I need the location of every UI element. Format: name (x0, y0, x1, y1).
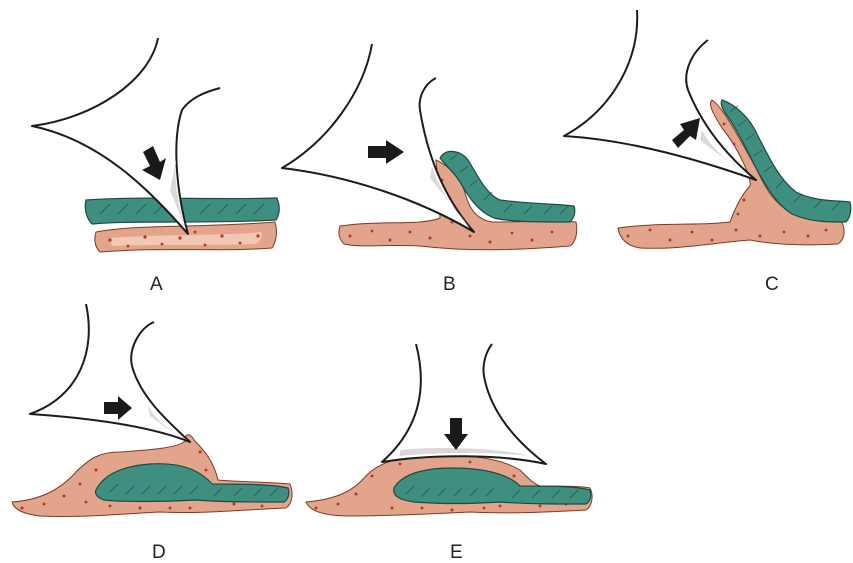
panel-e-flap (394, 468, 591, 504)
panel-a-label: A (150, 274, 163, 295)
panel-d: D (12, 304, 292, 563)
panel-b-label: B (443, 274, 456, 295)
panel-e-instrument (382, 344, 546, 464)
panel-b: B (282, 44, 577, 295)
panel-d-instrument (30, 304, 190, 442)
panel-e-label: E (450, 542, 463, 563)
panel-c-instrument (564, 10, 756, 180)
panel-a: A (32, 38, 279, 295)
panel-e: E (306, 344, 592, 563)
panel-c-label: C (765, 274, 779, 295)
panel-d-label: D (152, 542, 166, 563)
panel-b-instrument (282, 44, 474, 232)
panel-c: C (564, 10, 851, 295)
